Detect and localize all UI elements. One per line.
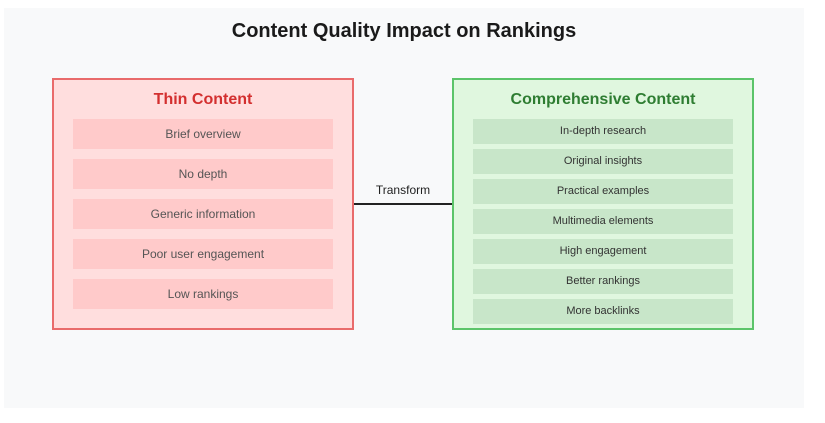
thin-item: No depth	[73, 159, 333, 189]
comprehensive-content-heading: Comprehensive Content	[510, 91, 696, 108]
transform-label: Transform	[375, 183, 431, 197]
thin-content-heading: Thin Content	[153, 91, 253, 108]
comprehensive-item: More backlinks	[473, 299, 733, 324]
comprehensive-item: Practical examples	[473, 179, 733, 204]
thin-item: Low rankings	[73, 279, 333, 309]
comprehensive-item: Multimedia elements	[473, 209, 733, 234]
comprehensive-content-box: Comprehensive Content In-depth research …	[452, 78, 754, 330]
comprehensive-item: High engagement	[473, 239, 733, 264]
comprehensive-item: Original insights	[473, 149, 733, 174]
transform-arrow-line	[354, 203, 454, 205]
thin-content-box: Thin Content Brief overview No depth Gen…	[52, 78, 354, 330]
thin-item: Generic information	[73, 199, 333, 229]
thin-item: Poor user engagement	[73, 239, 333, 269]
thin-item: Brief overview	[73, 119, 333, 149]
comprehensive-item: Better rankings	[473, 269, 733, 294]
comprehensive-item: In-depth research	[473, 119, 733, 144]
diagram-title: Content Quality Impact on Rankings	[231, 20, 577, 42]
